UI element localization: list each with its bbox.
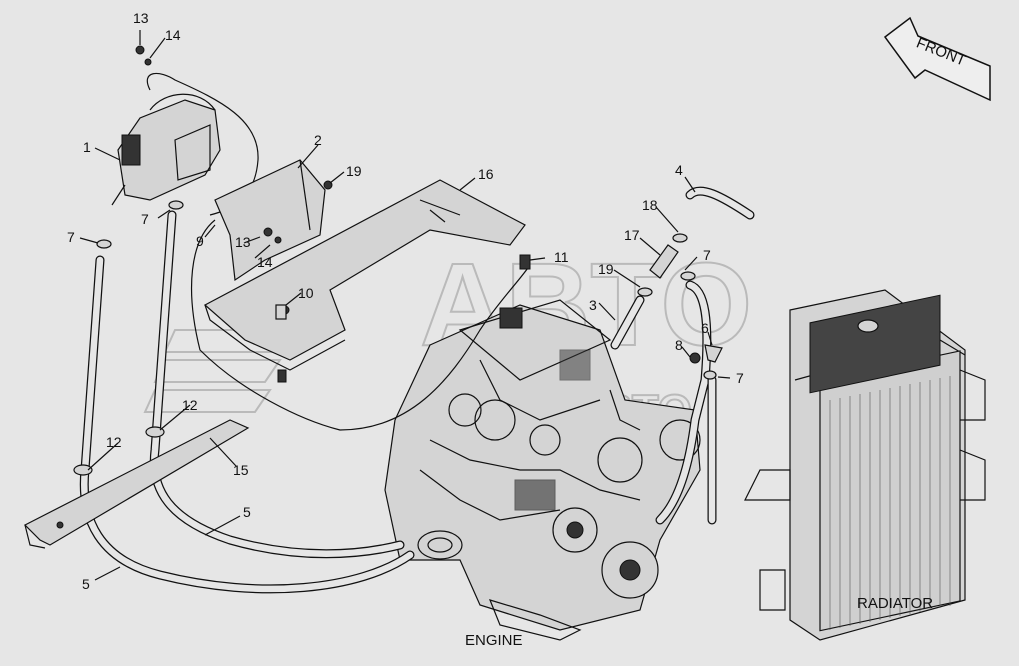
callout: 6	[701, 320, 709, 336]
callout: 12	[182, 397, 198, 413]
radiator	[744, 289, 986, 641]
callout: 7	[736, 370, 744, 386]
callout: 5	[82, 576, 90, 592]
callout: 9	[196, 233, 204, 249]
radiator-label: RADIATOR	[857, 595, 933, 612]
callout: 8	[675, 337, 683, 353]
callout: 13	[235, 234, 251, 250]
callout: 15	[233, 462, 249, 478]
callouts: 13 14 1 2 19 16 4 18 17 19 7 3 6 8 7 7 7…	[67, 10, 744, 592]
callout: 5	[243, 504, 251, 520]
reservoir-tank	[117, 45, 259, 216]
callout: 2	[314, 132, 322, 148]
front-arrow: FRONT	[883, 16, 991, 102]
callout: 17	[624, 227, 640, 243]
callout: 12	[106, 434, 122, 450]
clamps	[73, 180, 723, 476]
callout: 19	[598, 261, 614, 277]
callout: 4	[675, 162, 683, 178]
leader-lines	[79, 30, 731, 581]
engine-block	[384, 299, 701, 641]
callout: 14	[257, 254, 273, 270]
callout: 1	[83, 139, 91, 155]
callout: 7	[703, 247, 711, 263]
callout: 19	[346, 163, 362, 179]
hose-guard	[23, 419, 250, 549]
callout: 18	[642, 197, 658, 213]
callout: 11	[554, 249, 569, 265]
callout: 7	[141, 211, 149, 227]
bracket	[214, 159, 326, 282]
engine-label: ENGINE	[465, 632, 523, 649]
callout: 7	[67, 229, 75, 245]
callout: 3	[589, 297, 597, 313]
callout: 13	[133, 10, 149, 26]
callout: 16	[478, 166, 494, 182]
callout: 10	[298, 285, 314, 301]
callout: 14	[165, 27, 181, 43]
